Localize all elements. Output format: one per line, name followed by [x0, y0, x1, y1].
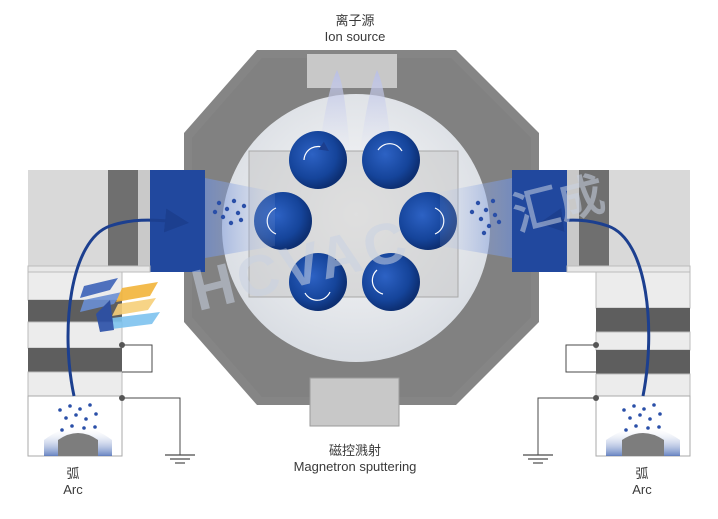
arc-label-right: 弧 Arc [612, 467, 672, 497]
arc-assembly-right [512, 170, 691, 464]
arc-label-left-en: Arc [63, 482, 83, 497]
arc-label-left-zh: 弧 [66, 467, 80, 482]
hcvac-logo-icon [80, 278, 160, 332]
ion-beam-left [319, 70, 350, 150]
ion-beam-right [360, 70, 392, 150]
rotation-arrow-icon [377, 143, 403, 152]
plasma-particles-right [469, 198, 502, 236]
rotation-arrow-icon [304, 291, 331, 301]
magnetron-sputtering-block [309, 377, 400, 427]
ion-source-label: 离子源 Ion source [290, 14, 420, 44]
ion-source-label-en: Ion source [324, 29, 386, 44]
substrate-top-left [289, 131, 347, 189]
plasma-particles-left [212, 198, 247, 226]
substrate-top-right [362, 131, 420, 189]
ion-source-label-zh: 离子源 [335, 14, 375, 29]
arc-assembly-left [27, 170, 205, 464]
arc-label-right-zh: 弧 [635, 467, 649, 482]
plasma-beam-left [205, 178, 275, 258]
rotation-arrow-icon [371, 269, 384, 295]
plasma-beam-right [440, 178, 512, 258]
substrate-bottom-right [362, 253, 420, 311]
ion-source-block [307, 54, 397, 88]
ground-symbol-icon [165, 454, 195, 464]
arc-path-right [539, 208, 651, 397]
magnetron-label: 磁控溅射 Magnetron sputtering [270, 444, 440, 474]
arc-label-left: 弧 Arc [43, 467, 103, 497]
substrate-bottom-left [289, 253, 347, 311]
ground-symbol-icon [523, 454, 553, 464]
arc-path-left [66, 208, 189, 397]
arc-label-right-en: Arc [632, 482, 652, 497]
magnetron-label-zh: 磁控溅射 [328, 444, 381, 459]
rotation-arrow-icon [303, 141, 329, 161]
magnetron-label-en: Magnetron sputtering [293, 459, 417, 474]
